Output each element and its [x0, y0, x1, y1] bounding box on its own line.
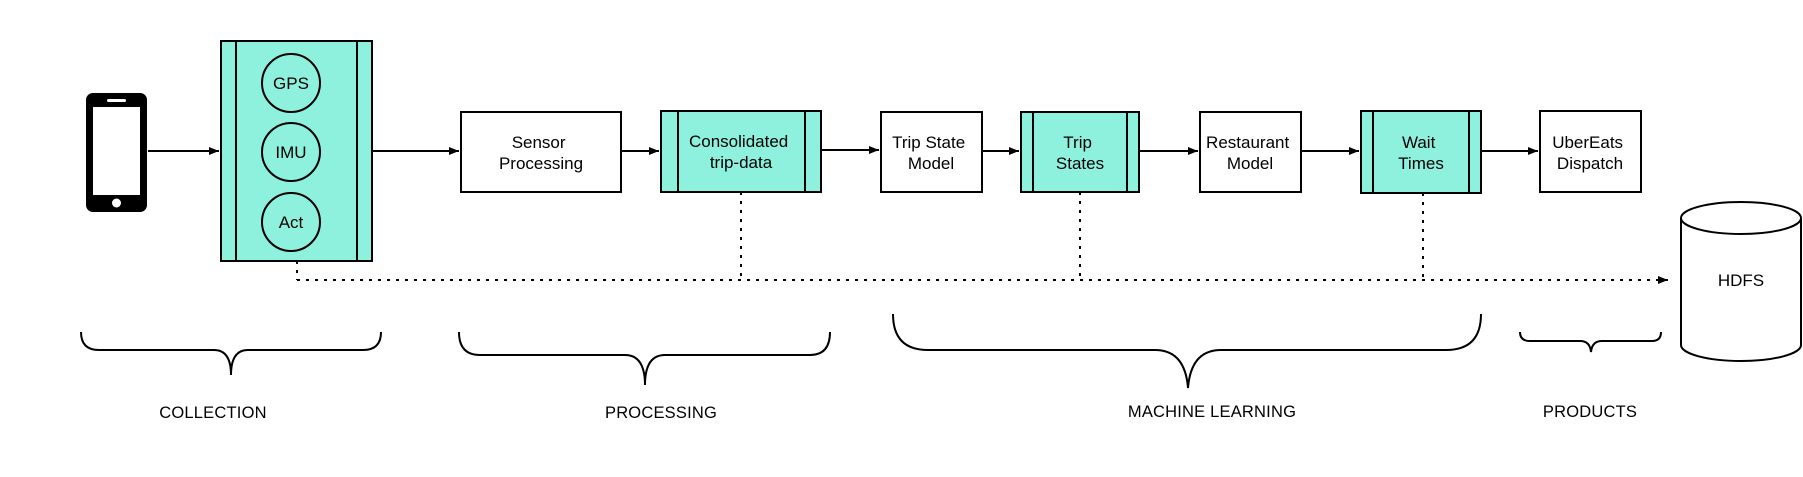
- stage-products-label: PRODUCTS: [1543, 403, 1637, 421]
- sensor-imu: IMU: [261, 122, 321, 182]
- hdfs-storage: HDFS: [1680, 201, 1802, 362]
- svg-text:Restaurant Model: Restaurant Model: [1206, 133, 1294, 173]
- node-restaurant-model: Restaurant Model: [1199, 111, 1302, 193]
- stage-processing-label: PROCESSING: [605, 404, 717, 422]
- svg-text:Wait Times: Wait Times: [1398, 133, 1444, 173]
- restaurant-model-line1: Restaurant: [1206, 133, 1289, 152]
- trip-states-line1: Trip: [1063, 133, 1092, 152]
- brace-products: [1519, 331, 1662, 353]
- trip-state-model-line1: Trip State: [892, 133, 965, 152]
- node-trip-state-model: Trip State Model: [880, 111, 983, 193]
- trip-state-model-line2: Model: [908, 154, 954, 173]
- trip-states-line2: States: [1056, 154, 1104, 173]
- consolidated-line2: trip-data: [710, 153, 773, 172]
- brace-processing: [458, 331, 831, 386]
- sensor-processing-line2: Processing: [499, 154, 583, 173]
- wait-times-line2: Times: [1398, 154, 1444, 173]
- flow-arrows: [148, 146, 1538, 155]
- svg-text:UberEats Dispatch: UberEats Dispatch: [1552, 133, 1628, 173]
- sensor-act-label: Act: [279, 213, 304, 232]
- sensor-gps-label: GPS: [273, 74, 309, 93]
- brace-machine-learning: [892, 313, 1482, 389]
- wait-times-line1: Wait: [1402, 133, 1436, 152]
- sensor-gps: GPS: [261, 53, 321, 113]
- hdfs-label: HDFS: [1718, 271, 1764, 290]
- dispatch-line1: UberEats: [1552, 133, 1623, 152]
- stage-machine-learning-label: MACHINE LEARNING: [1128, 403, 1296, 421]
- node-wait-times: Wait Times: [1360, 110, 1482, 194]
- storage-lines: [296, 192, 1668, 284]
- dispatch-line2: Dispatch: [1557, 154, 1623, 173]
- sensor-collection-box: GPS IMU Act: [220, 40, 373, 262]
- database-cylinder-icon: [1680, 201, 1802, 362]
- smartphone-icon: [86, 93, 147, 212]
- svg-text:Consolidated trip-data: Consolidated trip-data: [689, 132, 793, 172]
- sensor-act: Act: [261, 192, 321, 252]
- svg-text:Trip States: Trip States: [1056, 133, 1104, 173]
- svg-text:Sensor Processing: Sensor Processing: [499, 133, 583, 173]
- stage-braces: [80, 313, 1662, 389]
- node-trip-states: Trip States: [1020, 111, 1140, 193]
- restaurant-model-line2: Model: [1227, 154, 1273, 173]
- stage-collection-label: COLLECTION: [159, 404, 266, 422]
- node-consolidated-trip-data: Consolidated trip-data: [660, 110, 822, 193]
- sensor-processing-line1: Sensor: [512, 133, 566, 152]
- sensor-imu-label: IMU: [275, 143, 306, 162]
- node-sensor-processing: Sensor Processing: [460, 111, 622, 193]
- svg-text:Trip State Model: Trip State Model: [892, 133, 970, 173]
- consolidated-line1: Consolidated: [689, 132, 788, 151]
- node-ubereats-dispatch: UberEats Dispatch: [1539, 110, 1642, 193]
- brace-collection: [80, 331, 382, 376]
